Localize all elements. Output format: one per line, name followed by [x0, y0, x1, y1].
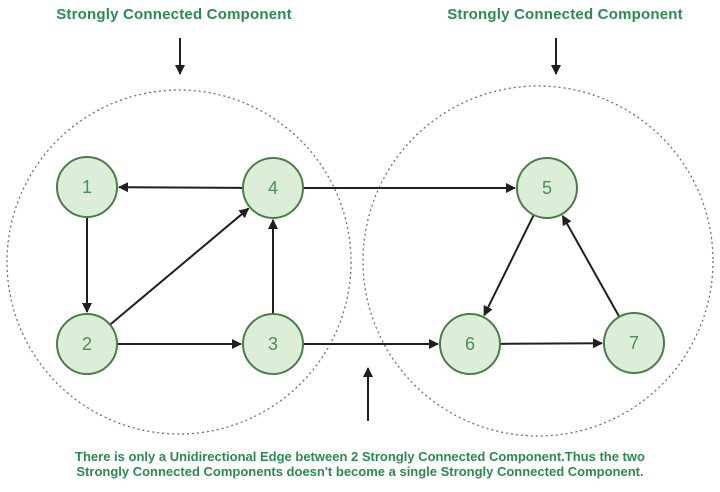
graph-node-4	[242, 157, 304, 219]
edge-2-to-4	[109, 207, 250, 326]
graph-node-6	[439, 313, 501, 375]
graph-node-label-1: 1	[82, 177, 92, 197]
graph-node-label-7: 7	[629, 333, 639, 353]
graph-node-label-5: 5	[542, 178, 552, 198]
graph-node-1	[56, 156, 118, 218]
component-outline-right	[362, 85, 714, 437]
caption-line-2: Strongly Connected Components doesn't be…	[76, 464, 644, 479]
component-outline-left	[6, 89, 352, 435]
graph-node-label-4: 4	[268, 178, 278, 198]
graph-node-2	[56, 313, 118, 375]
graph-node-label-2: 2	[82, 334, 92, 354]
graph-node-7	[603, 312, 665, 374]
edge-4-to-1	[117, 182, 244, 193]
edge-5-to-6	[483, 214, 535, 317]
right-component-title: Strongly Connected Component	[447, 6, 683, 23]
graph-node-3	[242, 313, 304, 375]
graph-node-label-3: 3	[268, 334, 278, 354]
graph-node-label-6: 6	[465, 334, 475, 354]
graph-node-5	[516, 157, 578, 219]
caption-text: There is only a Unidirectional Edge betw…	[0, 449, 720, 479]
edge-6-to-7	[499, 338, 604, 349]
left-component-title: Strongly Connected Component	[56, 6, 292, 23]
caption-line-1: There is only a Unidirectional Edge betw…	[75, 449, 645, 464]
edge-7-to-5	[561, 215, 621, 318]
